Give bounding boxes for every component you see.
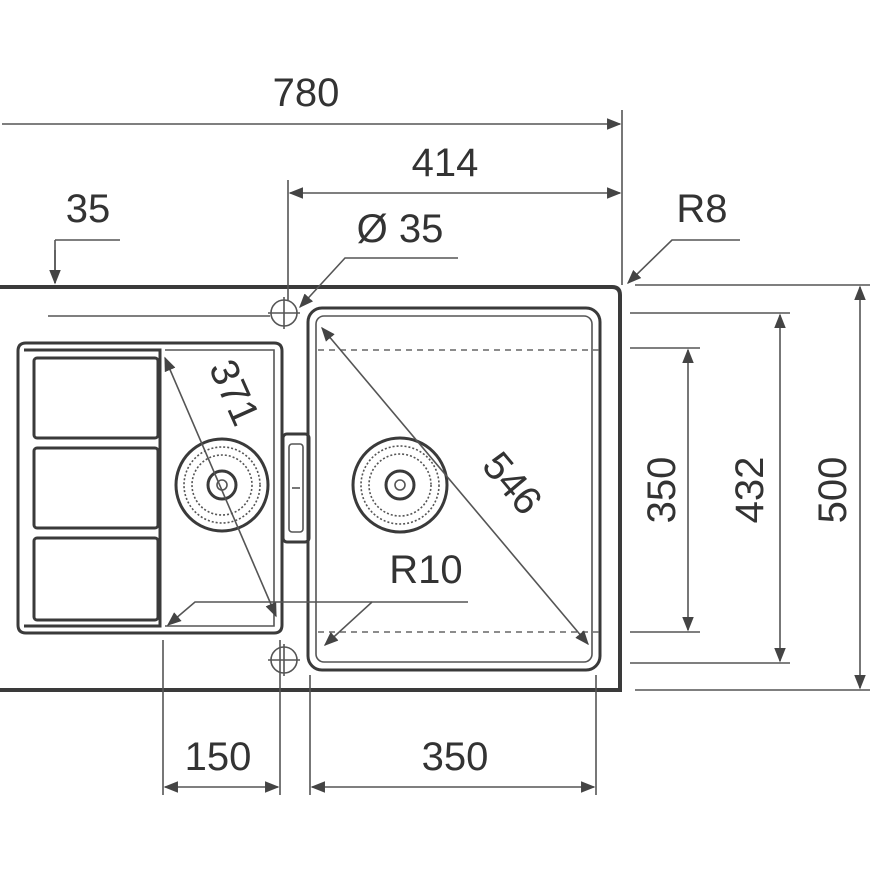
label-main-bowl-width: 350 xyxy=(422,735,489,779)
label-edge-offset: 35 xyxy=(66,187,111,231)
tap-hole-marker-bottom xyxy=(268,644,300,676)
label-drainer-diagonal: 371 xyxy=(200,353,267,432)
drain-strainer-main xyxy=(351,436,449,534)
drainer-groove xyxy=(32,356,160,440)
leader-r10-drainer xyxy=(166,601,372,626)
leader-tap-hole xyxy=(299,257,458,309)
label-bowl-height: 432 xyxy=(728,457,772,524)
label-total-depth: 500 xyxy=(811,457,855,524)
dim-line-371 xyxy=(164,356,277,618)
dimension-labels: 780 414 35 Ø 35 R8 371 546 R10 350 432 5… xyxy=(66,71,855,779)
label-bowl-corner-radius: R10 xyxy=(389,548,462,592)
label-tap-hole: Ø 35 xyxy=(357,207,444,251)
drain-strainer-small xyxy=(174,437,270,533)
label-corner-radius-outer: R8 xyxy=(676,187,727,231)
drainer-groove xyxy=(32,446,160,530)
label-bowl-section-width: 414 xyxy=(412,141,479,185)
tap-hole-marker-top xyxy=(268,297,300,329)
main-bowl xyxy=(306,306,602,672)
label-bowl-height-inner: 350 xyxy=(640,457,684,524)
label-total-width: 780 xyxy=(273,71,340,115)
drainer-groove xyxy=(32,536,160,622)
leader-r10-main xyxy=(323,601,468,646)
label-bowl-diagonal: 546 xyxy=(474,444,551,523)
label-drainer-bowl-width: 150 xyxy=(185,735,252,779)
leader-r8 xyxy=(626,239,740,285)
dim-line-546 xyxy=(321,326,589,646)
dimension-lines xyxy=(2,118,866,793)
sink-outline xyxy=(0,285,622,692)
overflow-slot xyxy=(281,432,311,544)
drainer-grooves xyxy=(32,356,160,622)
extension-lines xyxy=(48,110,870,795)
